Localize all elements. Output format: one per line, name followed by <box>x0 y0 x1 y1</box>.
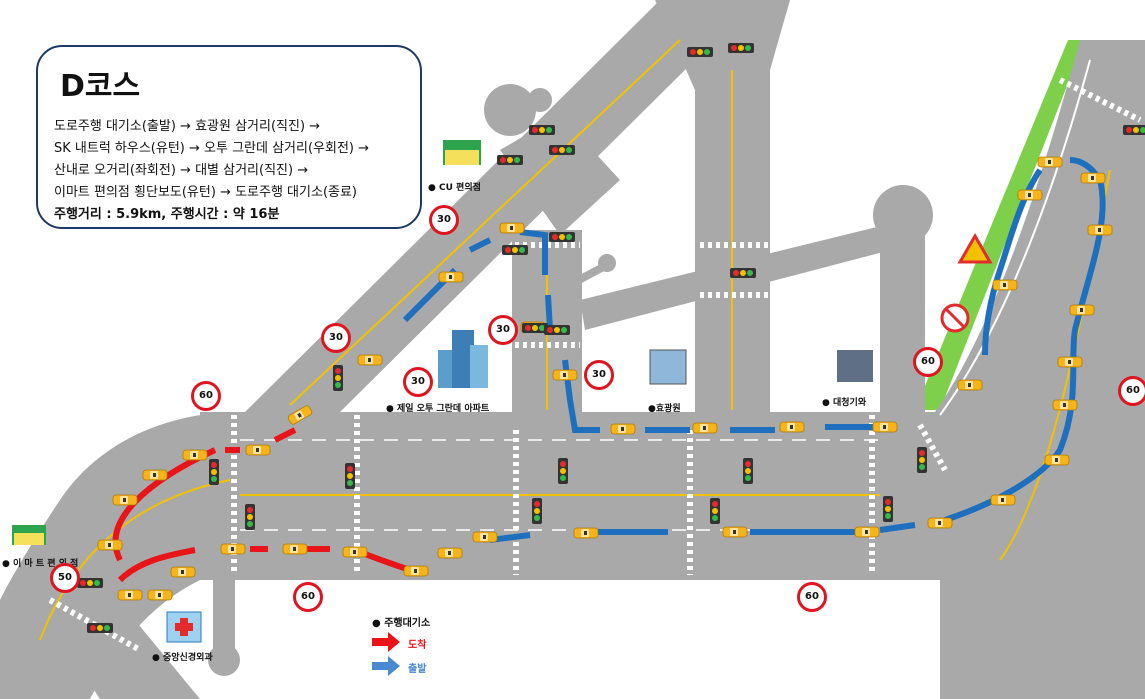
landmark-daecheong: ● 대청기와 <box>822 398 867 408</box>
landmark-hyogwangwon: ●효광원 <box>648 404 681 414</box>
speed-limit-sign: 30 <box>429 205 459 235</box>
speed-limit-sign: 60 <box>191 381 221 411</box>
south-stub <box>213 575 235 655</box>
diagonal-road <box>245 0 695 412</box>
course-title: D코스 <box>60 69 141 104</box>
course-summary: 주행거리 : 5.9km, 주행시간 : 약 16분 <box>54 207 280 222</box>
departure-arrow-icon <box>372 656 400 676</box>
landmark-cu: ● CU 편의점 <box>428 183 481 193</box>
landmark-center: ● 중앙신경외과 <box>152 653 213 663</box>
speed-limit-sign: 60 <box>293 582 323 612</box>
apartment-icon <box>438 330 488 388</box>
east-road <box>880 40 1145 699</box>
hospital-icon <box>166 611 202 643</box>
speed-limit-sign: 60 <box>913 347 943 377</box>
legend-departure: 출발 <box>408 664 427 675</box>
speed-limit-sign: 60 <box>797 582 827 612</box>
speed-limit-sign: 30 <box>584 360 614 390</box>
building-icon <box>649 349 873 385</box>
speed-limit-sign: 30 <box>488 315 518 345</box>
warning-sign-icon <box>957 232 993 264</box>
route-line: 이마트 편의점 횡단보도(유턴) → 도로주행 대기소(종료) <box>54 185 358 200</box>
route-line: SK 내트럭 하우스(유턴) → 오투 그란데 삼거리(우회전) → <box>54 141 370 156</box>
speed-limit-sign: 30 <box>321 323 351 353</box>
speed-limit-sign: 30 <box>403 367 433 397</box>
landmark-apartment: ● 제일 오투 그란데 아파트 <box>386 404 490 414</box>
no-u-turn-sign-icon <box>940 303 970 333</box>
legend-arrival: 도착 <box>408 640 427 651</box>
speed-limit-sign: 50 <box>50 563 80 593</box>
north-road <box>655 0 790 90</box>
arrival-arrow-icon <box>372 632 400 652</box>
convenience-store-icon <box>12 140 481 545</box>
landmark-emart: ● 이 마 트 편 의 점 <box>2 559 79 569</box>
route-line: 산내로 오거리(좌회전) → 대별 삼거리(직진) → <box>54 163 309 178</box>
speed-limit-sign: 60 <box>1118 376 1145 406</box>
course-info-card: D코스 도로주행 대기소(출발) → 효광원 삼거리(직진) → SK 내트럭 … <box>36 45 422 229</box>
legend-waiting-area: ● 주행대기소 <box>372 618 431 629</box>
route-line: 도로주행 대기소(출발) → 효광원 삼거리(직진) → <box>54 119 321 134</box>
